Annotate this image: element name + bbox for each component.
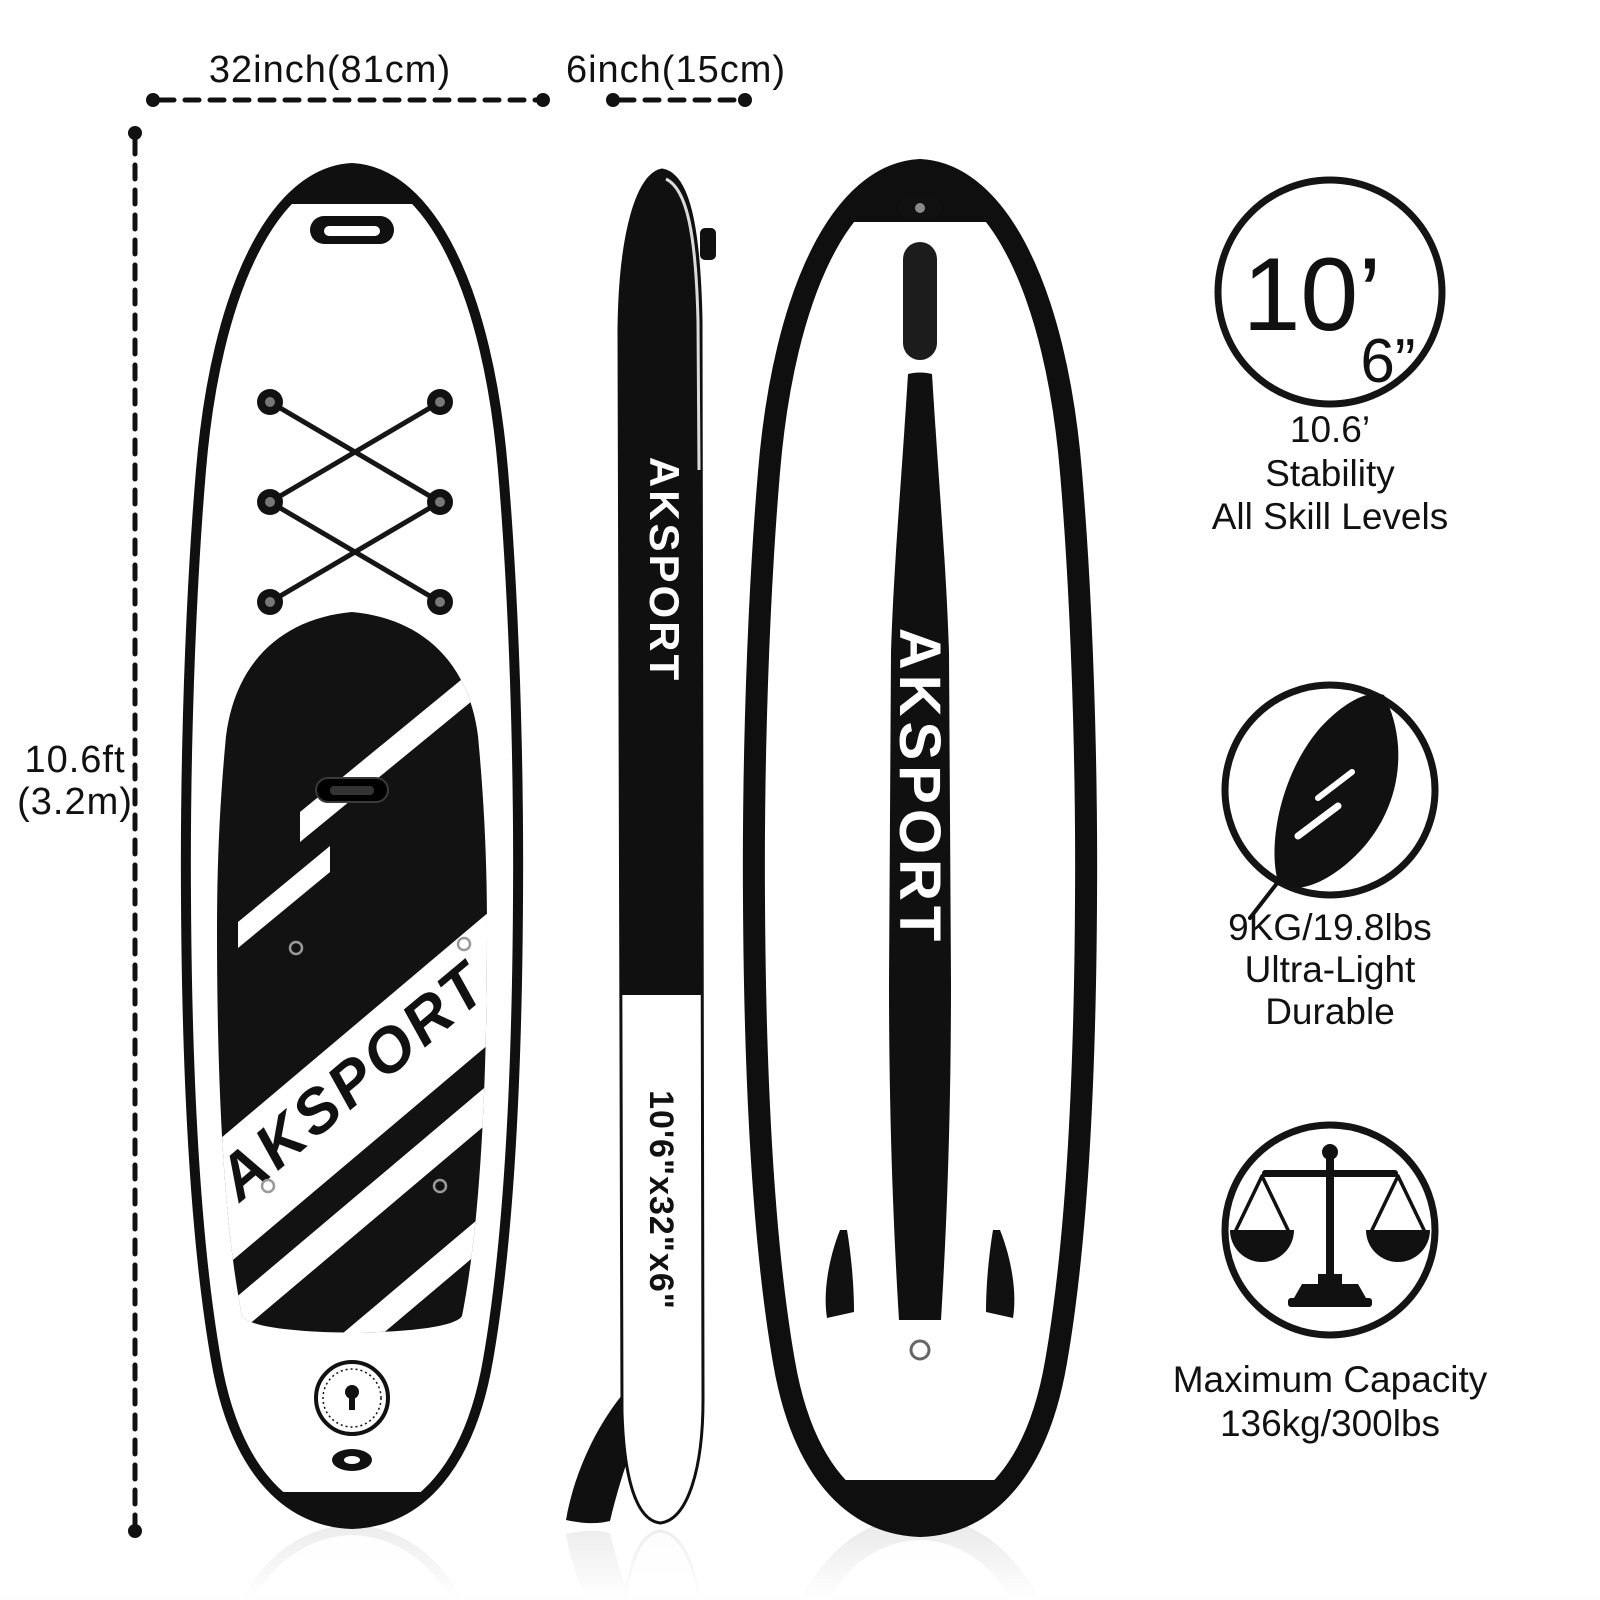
side-accessory-mount [700, 228, 716, 260]
length-dimension-label-ft: 10.6ft [24, 739, 125, 781]
feature-size-badge: 10’ 6” 10.6’ Stability All Skill Levels [1212, 176, 1448, 537]
mount-points [260, 936, 472, 1194]
width-dimension-label: 32inch(81cm) [209, 49, 451, 91]
scale-icon [1230, 1144, 1430, 1307]
d-ring-center [435, 397, 445, 407]
d-ring-center [265, 497, 275, 507]
floor-reflection [0, 1528, 1600, 1600]
width-dimension-dot-right [536, 93, 550, 107]
d-ring-center [265, 397, 275, 407]
size-badge-circle [1214, 176, 1446, 408]
mount-point [288, 940, 304, 956]
size-feature-line3: All Skill Levels [1212, 496, 1448, 537]
pad-stripe [238, 846, 330, 948]
scale-beam [1262, 1170, 1398, 1177]
capacity-feature-line2: 136kg/300lbs [1220, 1403, 1440, 1444]
brand-logo-side: AKSPORT [641, 457, 688, 683]
board-top-view: AKSPORT [186, 160, 518, 1532]
feather-notch [1294, 802, 1342, 840]
scale-strings-left [1234, 1174, 1290, 1232]
scale-pan-left [1230, 1230, 1294, 1262]
center-carry-handle-slot [330, 786, 374, 795]
size-feature-line2: Stability [1265, 453, 1395, 494]
valve-badge [314, 1360, 390, 1436]
side-fin-right [986, 1230, 1015, 1318]
pad-stripe [217, 1062, 487, 1333]
scale-pedestal [1318, 1274, 1342, 1284]
feather-quill [1248, 880, 1280, 920]
feature-weight-badge: 9KG/19.8lbs Ultra-Light Durable [1221, 681, 1439, 1032]
d-ring-center [435, 597, 445, 607]
side-fin-left [825, 1230, 854, 1318]
d-ring-center [435, 497, 445, 507]
scale-base-mid [1294, 1284, 1366, 1298]
d-rings [257, 389, 453, 615]
dimension-thickness-annotation: 6inch(15cm) [566, 49, 786, 107]
feature-capacity-badge: Maximum Capacity 136kg/300lbs [1173, 1121, 1488, 1444]
scale-strings-right [1370, 1174, 1426, 1232]
side-black-section [619, 170, 703, 995]
feather-vane [1274, 693, 1399, 888]
thickness-dimension-dot-right [738, 93, 752, 107]
carry-handle-slot [324, 226, 380, 236]
size-badge-small-text: 6” [1360, 327, 1415, 396]
length-dimension-label-m: (3.2m) [17, 781, 133, 823]
leash-ring-hole [344, 1456, 360, 1464]
weight-feature-line3: Durable [1265, 991, 1395, 1032]
bungee-cords [267, 399, 443, 605]
mount-point [432, 1178, 448, 1194]
mount-point [260, 1178, 276, 1194]
width-dimension-dot-left [146, 93, 160, 107]
weight-feature-line1: 9KG/19.8lbs [1228, 907, 1432, 948]
size-badge-big-text: 10’ [1243, 237, 1382, 353]
weight-feature-line2: Ultra-Light [1245, 949, 1416, 990]
board-side-view: AKSPORT 10'6"x32"x6" [566, 168, 716, 1525]
capacity-feature-line1: Maximum Capacity [1173, 1359, 1488, 1400]
pad-stripe [240, 1188, 487, 1333]
length-dimension-dot-top [128, 126, 142, 140]
nose-handle-ring [915, 203, 925, 213]
dimension-length-annotation: 10.6ft (3.2m) [17, 126, 142, 1538]
valve-badge-text-ring [322, 1368, 382, 1428]
side-deck-line [665, 177, 701, 471]
thickness-dimension-label: 6inch(15cm) [566, 49, 786, 91]
pad-brand-band [217, 890, 487, 1292]
dimension-width-annotation: 32inch(81cm) [146, 49, 550, 107]
scale-post [1326, 1155, 1334, 1277]
scale-pan-right [1366, 1230, 1430, 1262]
valve-icon [345, 1385, 359, 1399]
mount-point [456, 936, 472, 952]
feather-icon [1248, 693, 1399, 920]
thickness-dimension-dot-left [606, 93, 620, 107]
nose-traction-strip [903, 242, 937, 360]
center-fin-box [909, 1339, 931, 1361]
center-stripe [889, 372, 951, 1320]
d-ring-center [265, 597, 275, 607]
feather-notch [1315, 769, 1355, 801]
side-spec-text: 10'6"x32"x6" [642, 1090, 680, 1310]
brand-logo-bottom: AKSPORT [887, 628, 952, 947]
reflection-fade [0, 1528, 1600, 1600]
board-bottom-view: AKSPORT [754, 160, 1086, 1536]
valve-icon-stem [349, 1398, 355, 1410]
length-dimension-dot-bottom [128, 1524, 142, 1538]
size-feature-line1: 10.6’ [1290, 409, 1370, 450]
scale-base [1288, 1298, 1372, 1307]
